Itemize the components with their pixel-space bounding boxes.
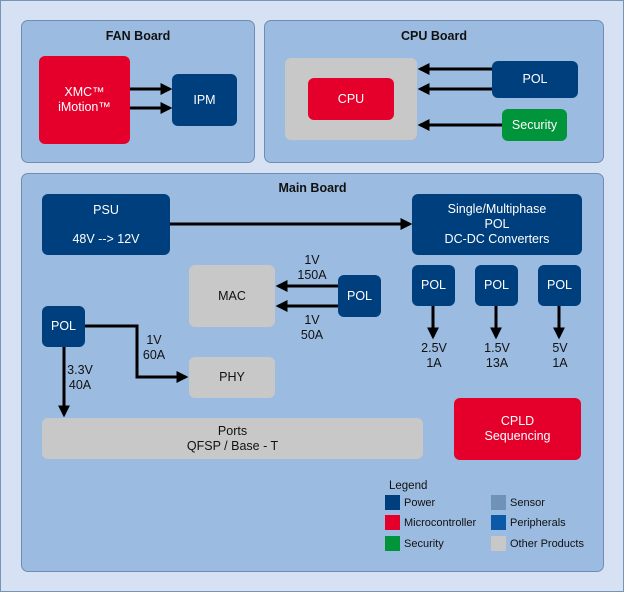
pol-2v5-block[interactable]: POL bbox=[412, 265, 455, 306]
cpu-pol-label: POL bbox=[522, 72, 548, 86]
legend-label-security: Security bbox=[404, 537, 444, 550]
dcdc-line2: POL bbox=[484, 217, 510, 231]
ports-power-label: 3.3V 40A bbox=[64, 363, 96, 393]
pol-2v5-voltage: 2.5V bbox=[421, 341, 447, 355]
phy-voltage: 1V bbox=[146, 333, 162, 347]
ipm-label: IPM bbox=[193, 92, 216, 107]
security-block[interactable]: Security bbox=[502, 109, 567, 141]
pol-1v5-output-label: 1.5V 13A bbox=[477, 341, 517, 371]
legend-item-microcontroller: Microcontroller bbox=[385, 515, 476, 530]
cpld-sequencing-block[interactable]: CPLD Sequencing bbox=[454, 398, 581, 460]
pol-5v-output-label: 5V 1A bbox=[540, 341, 580, 371]
legend-label-other-products: Other Products bbox=[510, 537, 584, 550]
cpu-pol-block[interactable]: POL bbox=[492, 61, 578, 98]
psu-block[interactable]: PSU 48V --> 12V bbox=[42, 194, 170, 255]
sequencing-label: Sequencing bbox=[484, 429, 551, 443]
mac-bottom-voltage: 1V bbox=[304, 313, 320, 327]
pol-1v5-current: 13A bbox=[485, 356, 509, 370]
legend-swatch-microcontroller bbox=[385, 515, 400, 530]
legend-label-peripherals: Peripherals bbox=[510, 516, 566, 529]
xmc-label: XMC™ bbox=[64, 85, 105, 99]
ports-label: Ports bbox=[217, 423, 248, 438]
pol-5v-voltage: 5V bbox=[552, 341, 568, 355]
legend-swatch-power bbox=[385, 495, 400, 510]
phy-current: 60A bbox=[142, 348, 166, 362]
legend-item-peripherals: Peripherals bbox=[491, 515, 566, 530]
mac-power-label-top: 1V 150A bbox=[292, 253, 332, 283]
mac-top-current: 150A bbox=[297, 268, 327, 282]
cpu-label: CPU bbox=[337, 91, 365, 106]
legend-item-other-products: Other Products bbox=[491, 536, 584, 551]
pol-1v5-label: POL bbox=[483, 278, 509, 292]
main-board-title: Main Board bbox=[278, 181, 347, 195]
left-pol-block[interactable]: POL bbox=[42, 306, 85, 347]
mac-top-voltage: 1V bbox=[304, 253, 320, 267]
pol-2v5-current: 1A bbox=[426, 356, 442, 370]
phy-block[interactable]: PHY bbox=[189, 357, 275, 398]
phy-label: PHY bbox=[219, 370, 245, 384]
pol-5v-label: POL bbox=[546, 278, 572, 292]
legend-swatch-peripherals bbox=[491, 515, 506, 530]
xmc-imotion-block[interactable]: XMC™ iMotion™ bbox=[39, 56, 130, 144]
legend-item-sensor: Sensor bbox=[491, 495, 545, 510]
legend-swatch-security bbox=[385, 536, 400, 551]
cpld-label: CPLD bbox=[500, 414, 535, 428]
imotion-label: iMotion™ bbox=[58, 100, 111, 114]
ports-block[interactable]: Ports QFSP / Base - T bbox=[42, 418, 423, 459]
ports-voltage: 3.3V bbox=[67, 363, 93, 377]
legend-label-sensor: Sensor bbox=[510, 496, 545, 509]
mac-block[interactable]: MAC bbox=[189, 265, 275, 327]
legend-label-power: Power bbox=[404, 496, 436, 509]
legend-title: Legend bbox=[389, 480, 428, 492]
legend-item-security: Security bbox=[385, 536, 444, 551]
psu-label: PSU bbox=[93, 202, 119, 217]
mac-label: MAC bbox=[218, 288, 246, 303]
cpu-block[interactable]: CPU bbox=[308, 78, 394, 120]
ports-type-label: QFSP / Base - T bbox=[186, 438, 279, 453]
mac-power-label-bottom: 1V 50A bbox=[292, 313, 332, 343]
fan-board-title: FAN Board bbox=[105, 29, 171, 43]
mac-pol-label: POL bbox=[346, 288, 372, 303]
pol-2v5-label: POL bbox=[420, 278, 446, 292]
legend-label-microcontroller: Microcontroller bbox=[404, 516, 477, 529]
ports-current: 40A bbox=[68, 378, 92, 392]
pol-2v5-output-label: 2.5V 1A bbox=[414, 341, 454, 371]
cpu-board-title: CPU Board bbox=[401, 29, 467, 43]
mac-pol-block[interactable]: POL bbox=[338, 275, 381, 317]
psu-conversion-label: 48V --> 12V bbox=[72, 231, 140, 246]
pol-5v-block[interactable]: POL bbox=[538, 265, 581, 306]
legend-item-power: Power bbox=[385, 495, 435, 510]
pol-1v5-block[interactable]: POL bbox=[475, 265, 518, 306]
legend-swatch-other-products bbox=[491, 536, 506, 551]
dcdc-converters-block[interactable]: Single/Multiphase POL DC-DC Converters bbox=[412, 194, 582, 255]
dcdc-line3: DC-DC Converters bbox=[444, 232, 550, 246]
security-label: Security bbox=[511, 117, 558, 132]
pol-1v5-voltage: 1.5V bbox=[484, 341, 510, 355]
pol-5v-current: 1A bbox=[552, 356, 568, 370]
phy-power-label: 1V 60A bbox=[137, 333, 171, 363]
ipm-block[interactable]: IPM bbox=[172, 74, 237, 126]
dcdc-line1: Single/Multiphase bbox=[447, 202, 547, 216]
legend-swatch-sensor bbox=[491, 495, 506, 510]
mac-bottom-current: 50A bbox=[300, 328, 324, 342]
left-pol-label: POL bbox=[50, 319, 76, 333]
